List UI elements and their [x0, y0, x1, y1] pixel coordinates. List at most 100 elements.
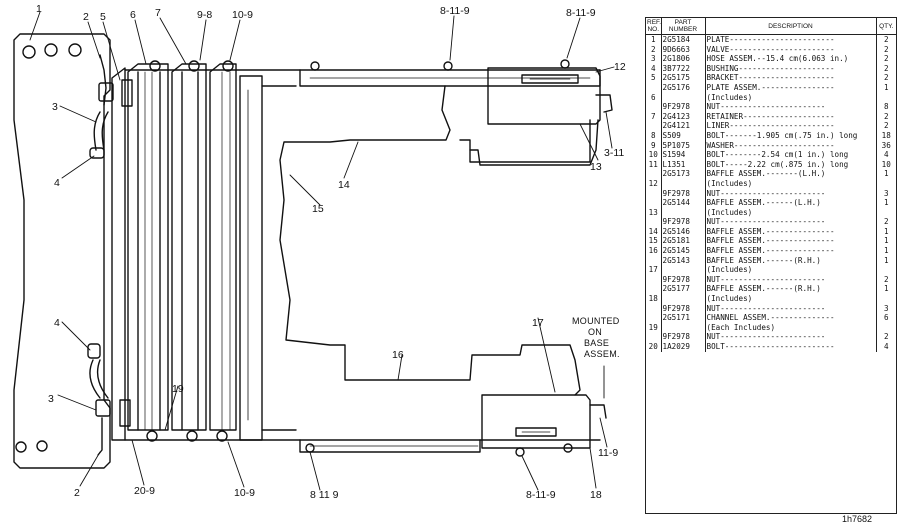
- cell-pn: 2G1806: [661, 54, 706, 64]
- cell-ref: 18: [646, 294, 662, 304]
- cell-pn: 2G5145: [661, 246, 706, 256]
- cell-qty: 1: [883, 169, 889, 179]
- cell-qty: 6: [883, 313, 889, 323]
- cell-qty: 2: [883, 332, 889, 342]
- note-line-4: ASSEM.: [584, 349, 620, 359]
- header-qty: QTY.: [876, 18, 896, 35]
- callout-12: 12: [614, 61, 626, 73]
- cell-desc: BRACKET---------------------: [705, 73, 877, 83]
- hose-valve-lower: [87, 343, 131, 456]
- cell-qty: 2: [883, 35, 889, 44]
- cell-pn: 2G5146: [661, 226, 706, 237]
- cell-pn: 9F2978: [661, 102, 706, 112]
- cell-desc: CHANNEL ASSEM.--------------: [705, 313, 877, 323]
- table-row: 6 (Includes): [646, 92, 896, 103]
- cell-pn: 2G5177: [661, 284, 706, 295]
- cell-desc: BOLT--------2.54 cm(1 in.) long: [705, 150, 877, 160]
- cell-desc: NUT-----------------------: [705, 303, 877, 314]
- cell-qty: [876, 294, 896, 304]
- cell-desc: NUT-----------------------: [705, 188, 877, 199]
- cell-pn: 5P1075: [661, 140, 706, 151]
- cell-pn: 9D6663: [661, 44, 706, 55]
- cell-ref: [646, 188, 662, 199]
- cell-qty: 2: [883, 44, 889, 54]
- cell-desc: BOLT-----2.22 cm(.875 in.) long: [705, 159, 877, 170]
- cell-qty: [876, 323, 896, 333]
- upper-baffle: [279, 69, 601, 396]
- cell-pn: [661, 294, 706, 304]
- callout-13: 13: [590, 161, 602, 173]
- callout-10-9-top: 10-9: [232, 9, 253, 21]
- cell-qty: 2: [883, 111, 889, 121]
- callout-3-lower: 3: [48, 393, 54, 405]
- callout-8-11-9-bottom-b: 8-11-9: [526, 489, 556, 501]
- table-row: 9F2978 NUT-----------------------3: [646, 188, 896, 199]
- cell-pn: S509: [661, 130, 706, 141]
- cell-ref: 4: [646, 63, 662, 74]
- baffle-assem-lower-right: [299, 394, 607, 453]
- table-row: 9F2978 NUT-----------------------2: [646, 274, 896, 285]
- hose-valve-upper: [89, 54, 133, 159]
- callout-4-upper: 4: [54, 177, 60, 189]
- note-line-3: BASE: [584, 338, 609, 348]
- callout-7: 7: [155, 7, 161, 19]
- table-row: 19 (Each Includes): [646, 322, 896, 333]
- cell-qty: 1: [883, 82, 889, 92]
- cell-ref: [646, 217, 662, 227]
- header-ref: REF. NO.: [646, 18, 662, 35]
- callout-9-8: 9-8: [197, 9, 212, 21]
- mounting-note: MOUNTED ON BASE ASSEM.: [572, 316, 620, 359]
- cell-ref: [646, 255, 662, 266]
- bolts-bottom: [146, 430, 573, 457]
- cell-ref: 2: [646, 44, 662, 55]
- table-row: 13 (Includes): [646, 207, 896, 218]
- cell-pn: [661, 322, 706, 333]
- cell-ref: [646, 332, 662, 342]
- bolts-top: [149, 59, 570, 72]
- cell-desc: BAFFLE ASSEM.---------------: [705, 236, 877, 247]
- cell-qty: [876, 179, 896, 189]
- cell-ref: [646, 102, 662, 112]
- cell-pn: 2G5181: [661, 236, 706, 247]
- cell-ref: 5: [646, 73, 662, 83]
- cell-desc: BAFFLE ASSEM.------(R.H.): [705, 284, 877, 295]
- radiator-guard-exploded-drawing: 1 2 5 6 7 9-8 10-9 8-11-9 8-11-9 12 3-11…: [13, 3, 626, 501]
- cell-ref: [646, 274, 662, 285]
- cell-qty: 8: [883, 102, 889, 112]
- cell-qty: [876, 208, 896, 218]
- cell-qty: 2: [883, 217, 889, 227]
- cell-qty: 1: [883, 198, 889, 208]
- cell-ref: 13: [646, 207, 662, 218]
- catalog-code: 1h7682: [842, 514, 873, 524]
- cell-pn: 2G5184: [661, 34, 706, 45]
- cell-qty: 36: [881, 140, 891, 150]
- cell-ref: 1: [646, 34, 662, 45]
- cell-desc: (Includes): [705, 207, 877, 218]
- cell-qty: 1: [883, 236, 889, 246]
- cell-ref: [646, 198, 662, 208]
- cell-pn: 3B7722: [661, 63, 706, 74]
- callout-11-9: 11-9: [598, 447, 618, 459]
- cell-desc: (Includes): [705, 265, 877, 275]
- cell-ref: [646, 303, 662, 314]
- cell-desc: BAFFLE ASSEM.-------(L.H.): [705, 169, 877, 179]
- callout-10-9-bottom: 10-9: [234, 487, 255, 499]
- cell-desc: WASHER----------------------: [705, 140, 877, 151]
- cell-pn: S1594: [661, 150, 706, 160]
- cell-desc: NUT-----------------------: [705, 217, 877, 227]
- cell-qty: 4: [883, 342, 889, 351]
- cell-pn: 2G5176: [661, 82, 706, 93]
- cell-qty: 2: [883, 73, 889, 83]
- callout-2: 2: [83, 11, 89, 23]
- cell-desc: BAFFLE ASSEM.---------------: [705, 246, 877, 256]
- baffle-assem-upper-right: [469, 67, 613, 166]
